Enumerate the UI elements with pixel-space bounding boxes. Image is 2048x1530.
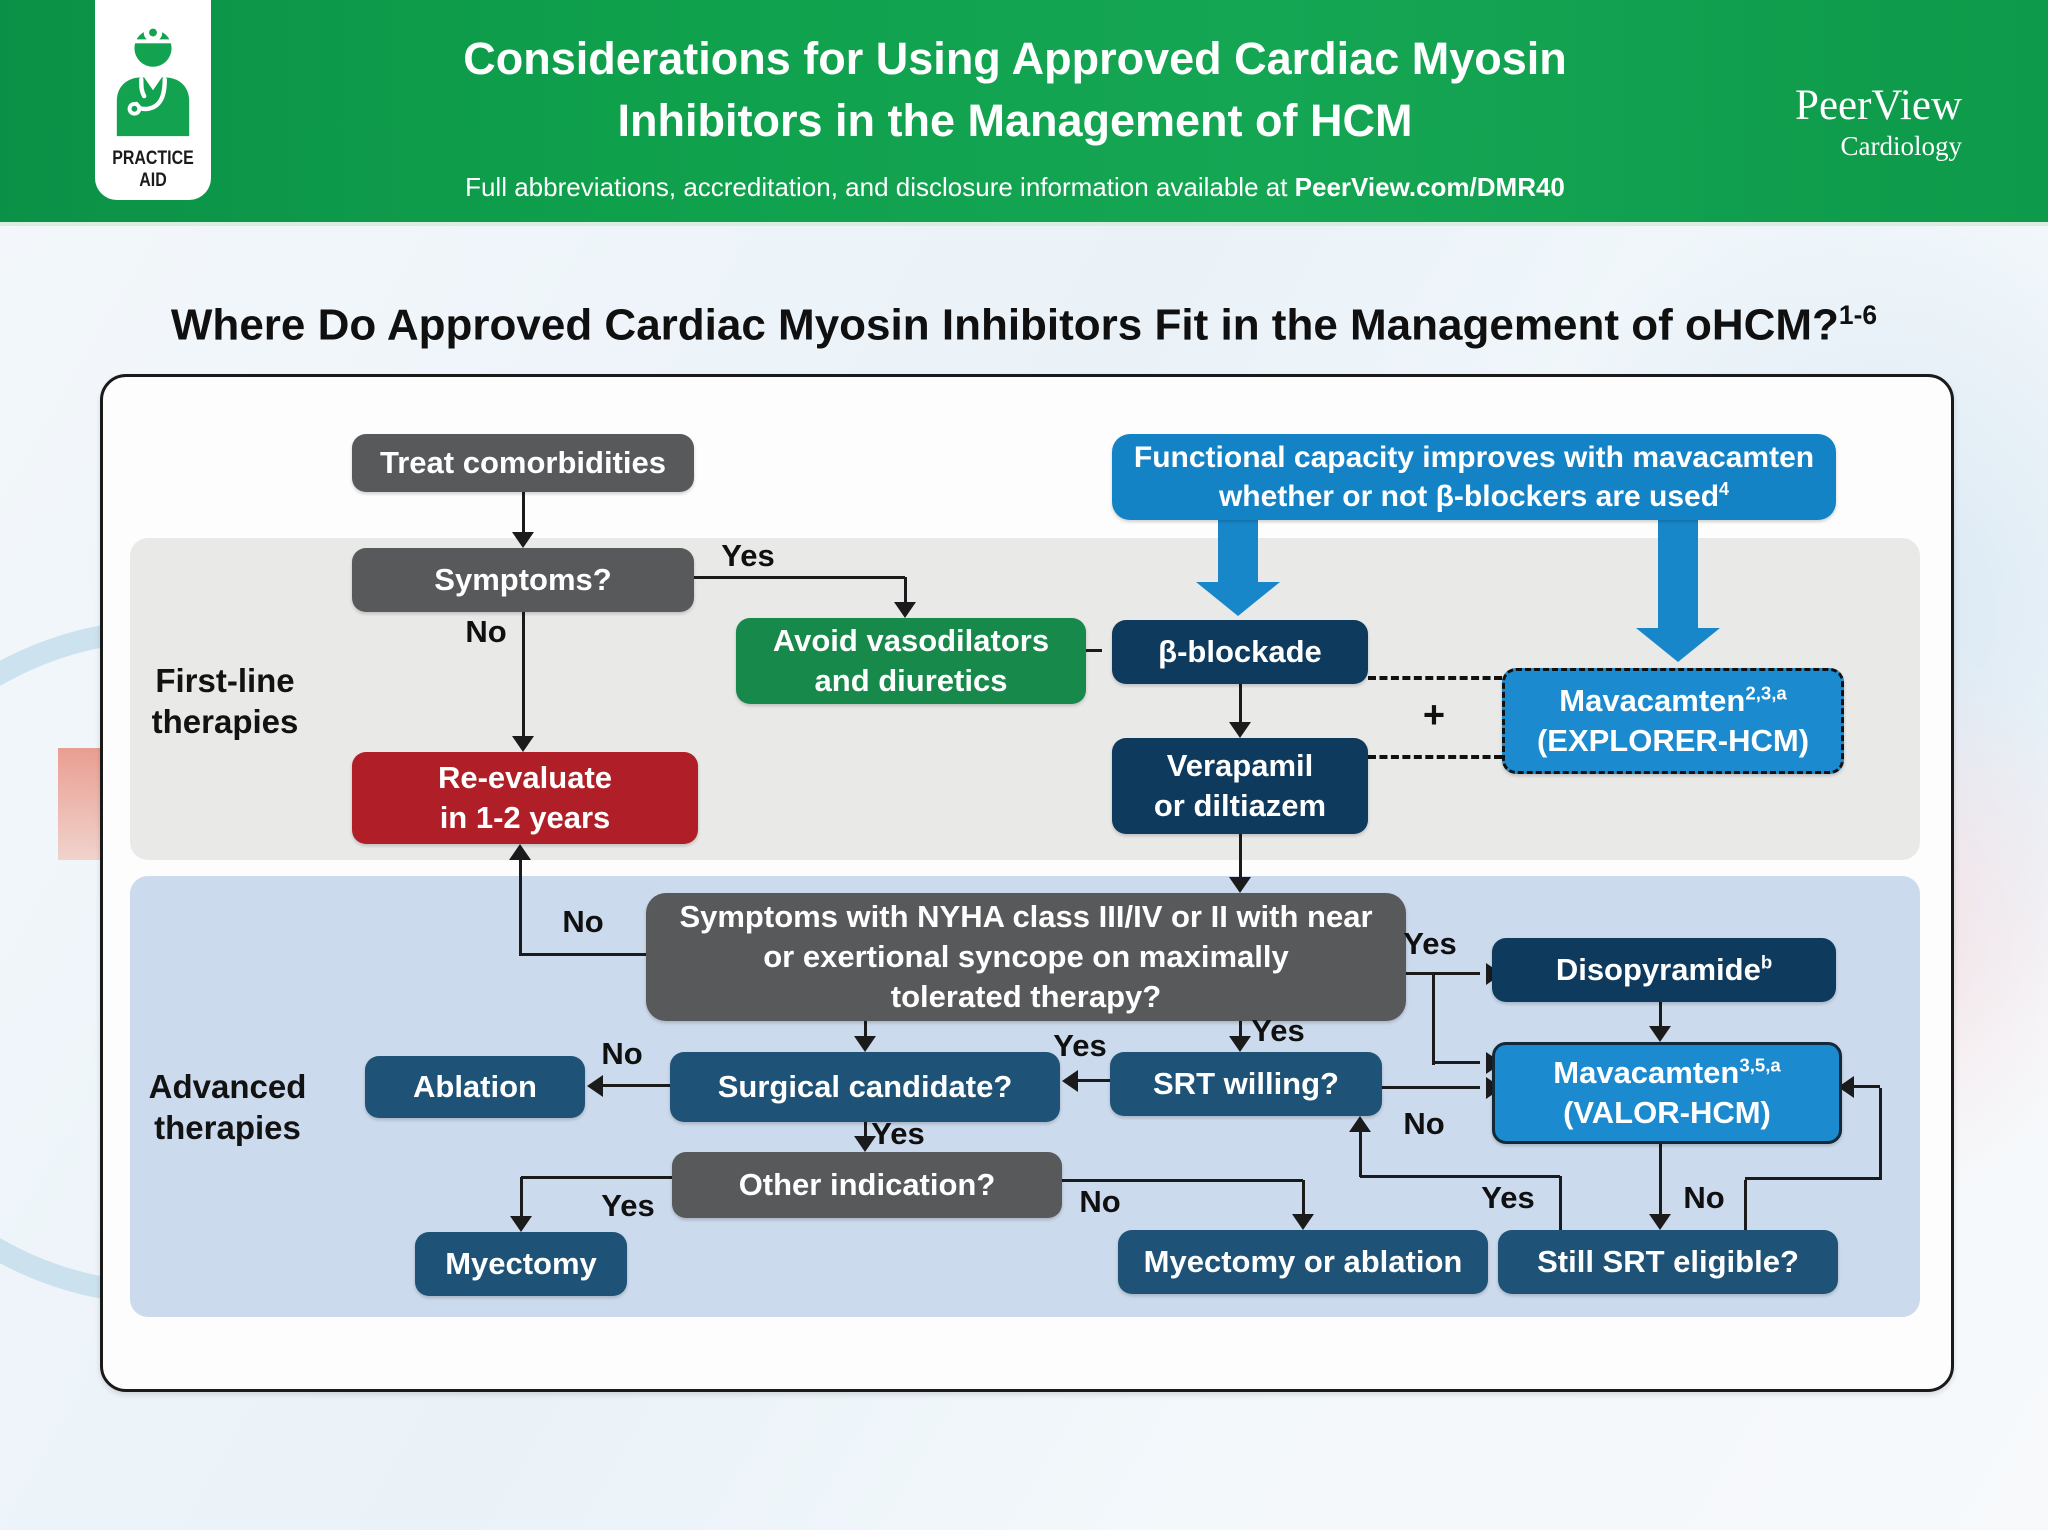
first-line-therapies-label: First-line therapies — [151, 662, 299, 741]
header-title: Considerations for Using Approved Cardia… — [463, 33, 1567, 147]
flow-box-avoid-vasodilators: Avoid vasodilators and diuretics — [736, 618, 1086, 704]
connector-line — [1301, 1180, 1305, 1218]
flow-box-still-srt-eligible: Still SRT eligible? — [1498, 1230, 1838, 1294]
connector-line — [521, 492, 525, 535]
connector-line — [1358, 1129, 1362, 1177]
callout-arrowhead — [1636, 628, 1720, 662]
header-banner: PRACTICE AID Considerations for Using Ap… — [0, 0, 2048, 226]
edge-label-no-still-mavacamten: No — [1683, 1180, 1725, 1215]
connector-line — [1382, 1085, 1480, 1089]
arrowhead-down — [510, 1216, 532, 1232]
connector-line — [518, 850, 522, 956]
connector-line — [1238, 834, 1242, 881]
edge-label-yes-srt-surgical: Yes — [1053, 1028, 1107, 1063]
flow-box-beta-blockade: β-blockade — [1112, 620, 1368, 684]
connector-line — [1558, 1176, 1562, 1230]
flow-box-ablation: Ablation — [365, 1056, 585, 1118]
connector-line — [521, 1175, 672, 1179]
connector-line — [521, 612, 525, 739]
connector-line — [694, 575, 905, 579]
connector-line — [1086, 648, 1102, 652]
connector-line — [1745, 1176, 1880, 1180]
arrowhead-down — [1229, 722, 1251, 738]
flow-box-other-indication: Other indication? — [672, 1152, 1062, 1218]
flow-box-symptoms: Symptoms? — [352, 548, 694, 612]
edge-label-yes-still-srt: Yes — [1481, 1180, 1535, 1215]
flow-box-srt-willing: SRT willing? — [1110, 1052, 1382, 1116]
flow-box-mavacamten-explorer: Mavacamten2,3,a (EXPLORER-HCM) — [1502, 668, 1844, 774]
arrowhead-down — [854, 1136, 876, 1152]
connector-line — [1658, 1002, 1662, 1030]
connector-line — [1062, 1178, 1303, 1182]
practice-aid-badge: PRACTICE AID — [95, 0, 211, 200]
arrowhead-down — [512, 532, 534, 548]
edge-label-yes-surgical-other: Yes — [871, 1116, 925, 1151]
arrowhead-up — [1349, 1116, 1371, 1132]
dashed-link-beta-mavacamten — [1368, 676, 1502, 680]
connector-line — [601, 1083, 670, 1087]
connector-line — [1238, 1021, 1242, 1040]
edge-label-no-other-myectomy-ablation: No — [1079, 1184, 1121, 1219]
connector-line — [1658, 1138, 1662, 1218]
flow-box-verapamil: Verapamil or diltiazem — [1112, 738, 1368, 834]
arrowhead-down — [1229, 877, 1251, 893]
connector-line — [1433, 1060, 1480, 1064]
advanced-therapies-label: Advanced therapies — [148, 1068, 307, 1147]
arrowhead-down — [1229, 1036, 1251, 1052]
arrowhead-down — [894, 602, 916, 618]
connector-line — [1076, 1078, 1110, 1082]
connector-line — [1850, 1084, 1880, 1088]
arrowhead-up — [509, 844, 531, 860]
edge-label-yes-symptoms: Yes — [721, 538, 775, 573]
arrowhead-down — [1649, 1214, 1671, 1230]
connector-line — [1238, 684, 1242, 726]
connector-line — [1743, 1180, 1747, 1230]
edge-label-yes-nyha-disopyramide: Yes — [1403, 926, 1457, 961]
flow-box-treat-comorbidities: Treat comorbidities — [352, 434, 694, 492]
edge-label-no-nyha-reevaluate: No — [562, 904, 604, 939]
callout-functional-capacity: Functional capacity improves with mavaca… — [1112, 434, 1836, 520]
connector-line — [863, 1122, 867, 1140]
flow-box-mavacamten-valor: Mavacamten3,5,a (VALOR-HCM) — [1492, 1042, 1842, 1144]
callout-arrow-to-mavacamten — [1658, 520, 1698, 630]
flow-box-myectomy-or-ablation: Myectomy or ablation — [1118, 1230, 1488, 1294]
arrowhead-left — [587, 1075, 603, 1097]
connector-line — [1878, 1088, 1882, 1180]
callout-arrowhead — [1196, 582, 1280, 616]
arrowhead-down — [512, 736, 534, 752]
peerview-link[interactable]: PeerView.com/DMR40 — [1294, 172, 1565, 202]
flow-box-myectomy: Myectomy — [415, 1232, 627, 1296]
page-title-references: 1-6 — [1838, 300, 1878, 330]
callout-arrow-to-beta-blockade — [1218, 520, 1258, 584]
background-art — [58, 748, 102, 860]
connector-line — [520, 952, 646, 956]
arrowhead-left — [1838, 1076, 1854, 1098]
connector-line — [1406, 971, 1480, 975]
flow-box-disopyramide: Disopyramideb — [1492, 938, 1836, 1002]
arrowhead-left — [1062, 1070, 1078, 1092]
plus-sign: + — [1422, 694, 1446, 737]
page-title: Where Do Approved Cardiac Myosin Inhibit… — [170, 300, 1878, 350]
connector-line — [519, 1177, 523, 1220]
flow-box-surgical-candidate: Surgical candidate? — [670, 1052, 1060, 1122]
arrowhead-down — [1292, 1214, 1314, 1230]
edge-label-no-surgical-ablation: No — [601, 1036, 643, 1071]
arrowhead-down — [854, 1036, 876, 1052]
edge-label-yes-other-myectomy: Yes — [601, 1188, 655, 1223]
connector-line — [1431, 973, 1435, 1065]
edge-label-yes-nyha-srt: Yes — [1251, 1013, 1305, 1048]
flow-box-nyha-question: Symptoms with NYHA class III/IV or II wi… — [646, 893, 1406, 1021]
connector-line — [863, 1021, 867, 1040]
flow-box-reevaluate: Re-evaluate in 1-2 years — [352, 752, 698, 844]
doctor-icon — [116, 23, 190, 137]
connector-line — [1360, 1174, 1560, 1178]
header-subtitle: Full abbreviations, accreditation, and d… — [465, 172, 1565, 202]
arrowhead-down — [1649, 1026, 1671, 1042]
practice-aid-label: PRACTICE AID — [112, 148, 194, 191]
connector-line — [903, 577, 907, 605]
edge-label-no-symptoms: No — [465, 614, 507, 649]
dashed-link-verapamil-mavacamten — [1368, 755, 1502, 759]
peerview-cardiology-logo: PeerView Cardiology — [1795, 82, 1962, 161]
edge-label-no-srt-mavacamten: No — [1403, 1106, 1445, 1141]
